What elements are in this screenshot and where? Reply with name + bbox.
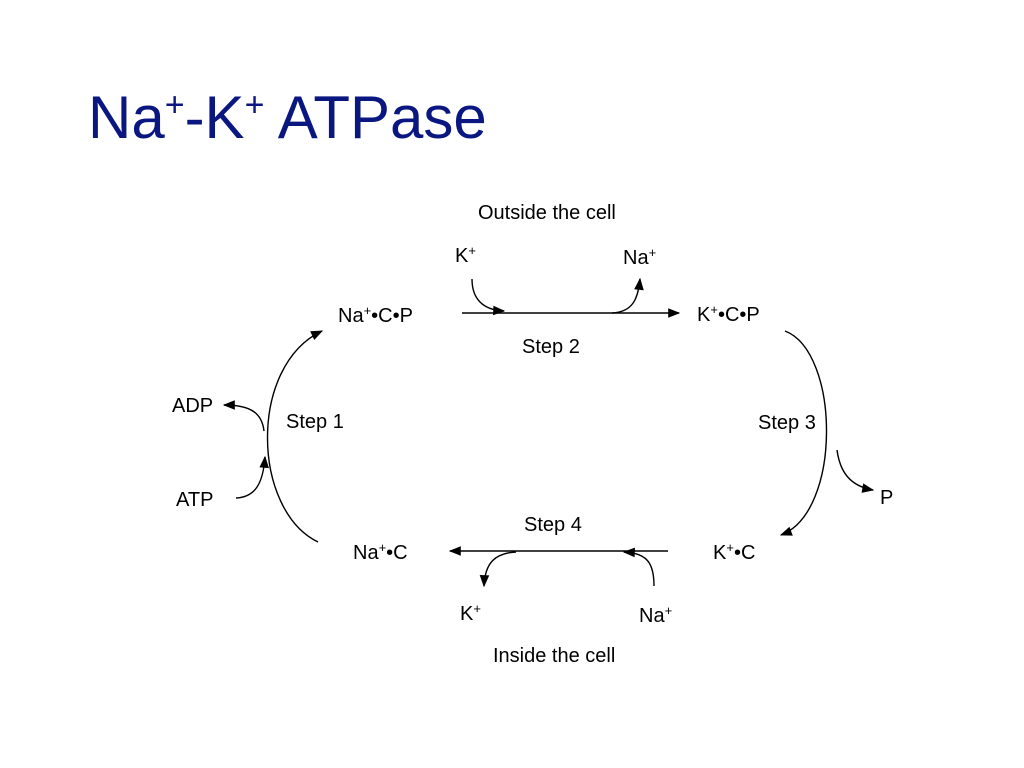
title-atpase: ATPase (264, 84, 487, 151)
adp-label: ADP (172, 395, 214, 417)
title-sup-1: + (164, 86, 185, 124)
step-4-label: Step 4 (524, 514, 582, 536)
adp-release-curve (222, 400, 265, 432)
step-3-label: Step 3 (758, 412, 816, 434)
na-outside-label: Na+ (623, 245, 657, 269)
slide-title: Na+-K+ ATPase (88, 88, 487, 148)
k-out-uptake-curve (471, 278, 506, 316)
species-na-c-p: Na+•C•P (338, 303, 413, 327)
title-na: Na (88, 84, 165, 151)
step-1-label: Step 1 (286, 411, 344, 433)
na-out-release-curve (611, 277, 644, 314)
atp-label: ATP (176, 489, 214, 511)
step-2-label: Step 2 (522, 336, 580, 358)
na-in-uptake-curve (622, 547, 655, 587)
title-k: -K (184, 84, 245, 151)
k-outside-label: K+ (455, 243, 476, 267)
inside-cell-label: Inside the cell (493, 645, 616, 667)
p-label: P (880, 487, 894, 509)
atp-input-curve (235, 455, 269, 499)
title-sup-2: + (244, 86, 265, 124)
step3-arrow (779, 330, 828, 536)
na-inside-label: Na+ (639, 603, 673, 627)
outside-cell-label: Outside the cell (478, 202, 616, 224)
p-release-curve (836, 449, 875, 493)
species-na-c: Na+•C (353, 540, 408, 564)
k-in-release-curve (479, 551, 517, 588)
k-inside-label: K+ (460, 601, 481, 625)
step1-arrow (266, 330, 324, 543)
species-k-c: K+•C (713, 540, 756, 564)
species-k-c-p: K+•C•P (697, 302, 760, 326)
